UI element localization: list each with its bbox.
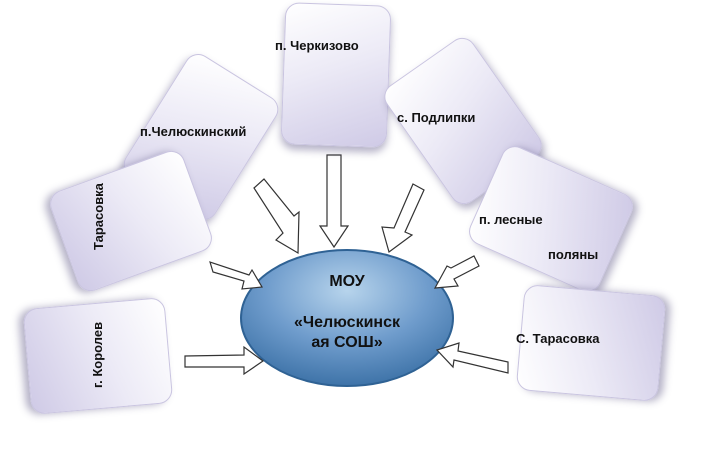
node-label-podlipki: с. Подлипки (397, 110, 476, 125)
node-label-korolev: г. Королев (90, 321, 105, 388)
arrow-chelyuskinsky (253, 178, 300, 255)
arrow-tarasovka (209, 261, 263, 290)
arrow-lesnye (433, 255, 480, 289)
node-label-lesnye-1: п. лесные (479, 212, 543, 227)
node-label-lesnye-2: поляны (548, 247, 599, 262)
center-title-line3: ая СОШ» (311, 334, 383, 351)
node-label-s-tarasovka: С. Тарасовка (516, 331, 600, 346)
node-label-chelyuskinsky: п.Челюскинский (140, 124, 247, 139)
center-ellipse (240, 249, 454, 387)
node-label-cherkizovo: п. Черкизово (275, 38, 359, 53)
node-card-cherkizovo (280, 2, 392, 148)
arrow-s-tarasovka (435, 342, 509, 374)
node-label-tarasovka: Тарасовка (91, 183, 106, 250)
center-title-line1: МОУ (329, 273, 365, 290)
arrow-podlipki (381, 183, 425, 253)
center-title-line2: «Челюскинск (294, 314, 400, 331)
arrow-cherkizovo (318, 154, 350, 249)
arrow-korolev (184, 345, 265, 376)
